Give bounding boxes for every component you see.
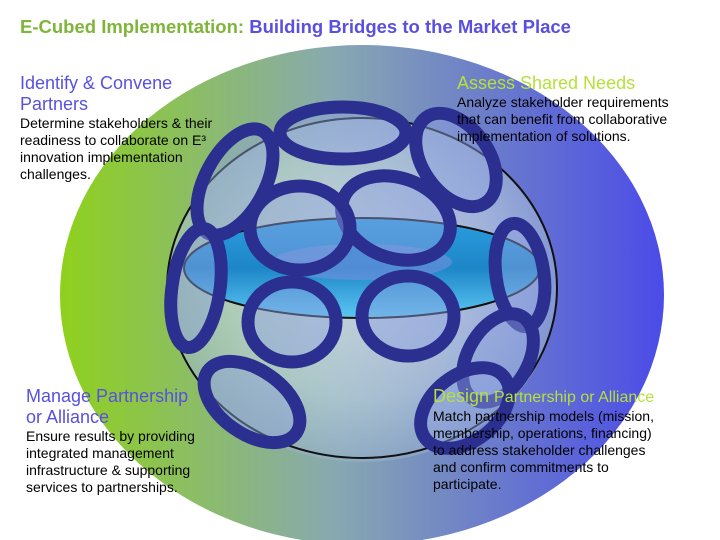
- identify-heading-line2: Partners: [20, 94, 89, 114]
- ring: [164, 221, 228, 355]
- manage-body-line: services to partnerships.: [26, 479, 178, 495]
- title-part-2: Building Bridges to the Market Place: [249, 16, 571, 37]
- assess-body-line: Analyze stakeholder requirements: [457, 94, 669, 110]
- manage-body-line: integrated management: [26, 445, 174, 461]
- identify-heading-line1: Identify & Convene: [20, 73, 173, 93]
- ring: [355, 269, 461, 363]
- ring: [273, 100, 413, 166]
- quadrant-assess: Assess Shared Needs Analyze stakeholder …: [457, 73, 707, 145]
- ring: [241, 275, 343, 369]
- ring: [197, 354, 307, 450]
- identify-body-line: innovation implementation: [20, 149, 183, 165]
- manage-body-line: Ensure results by providing: [26, 428, 195, 444]
- assess-body-line: implementation of solutions.: [457, 128, 631, 144]
- ring: [414, 361, 516, 455]
- design-body-line: membership, operations, financing): [433, 425, 652, 441]
- manage-heading-line1: Manage Partnership: [26, 386, 189, 406]
- identify-body-line: readiness to collaborate on E³: [20, 132, 206, 148]
- manage-body-line: infrastructure & supporting: [26, 462, 191, 478]
- manage-heading-line2: or Alliance: [26, 407, 110, 427]
- diagram-title: E-Cubed Implementation: Building Bridges…: [20, 16, 571, 38]
- ring-globe: [164, 100, 558, 462]
- quadrant-manage: Manage Partnership or Alliance Ensure re…: [26, 386, 266, 496]
- design-body-line: to address stakeholder challenges: [433, 442, 646, 458]
- identify-body-line: Determine stakeholders & their: [20, 115, 213, 131]
- design-body-line: participate.: [433, 476, 502, 492]
- ring: [243, 179, 357, 277]
- design-heading-rest: Partnership or Alliance: [494, 389, 655, 406]
- design-heading-word: Design: [433, 386, 490, 406]
- design-body-line: and confirm commitments to: [433, 459, 609, 475]
- ring: [409, 106, 503, 214]
- title-part-1: E-Cubed Implementation:: [20, 16, 245, 37]
- ring: [456, 307, 540, 409]
- design-body-line: Match partnership models (mission,: [433, 408, 654, 424]
- quadrant-design: Design Partnership or Alliance Match par…: [433, 386, 703, 493]
- assess-heading: Assess Shared Needs: [457, 73, 636, 93]
- identify-body-line: challenges.: [20, 166, 91, 182]
- quadrant-identify: Identify & Convene Partners Determine st…: [20, 73, 270, 183]
- assess-body-line: that can benefit from collaborative: [457, 111, 668, 127]
